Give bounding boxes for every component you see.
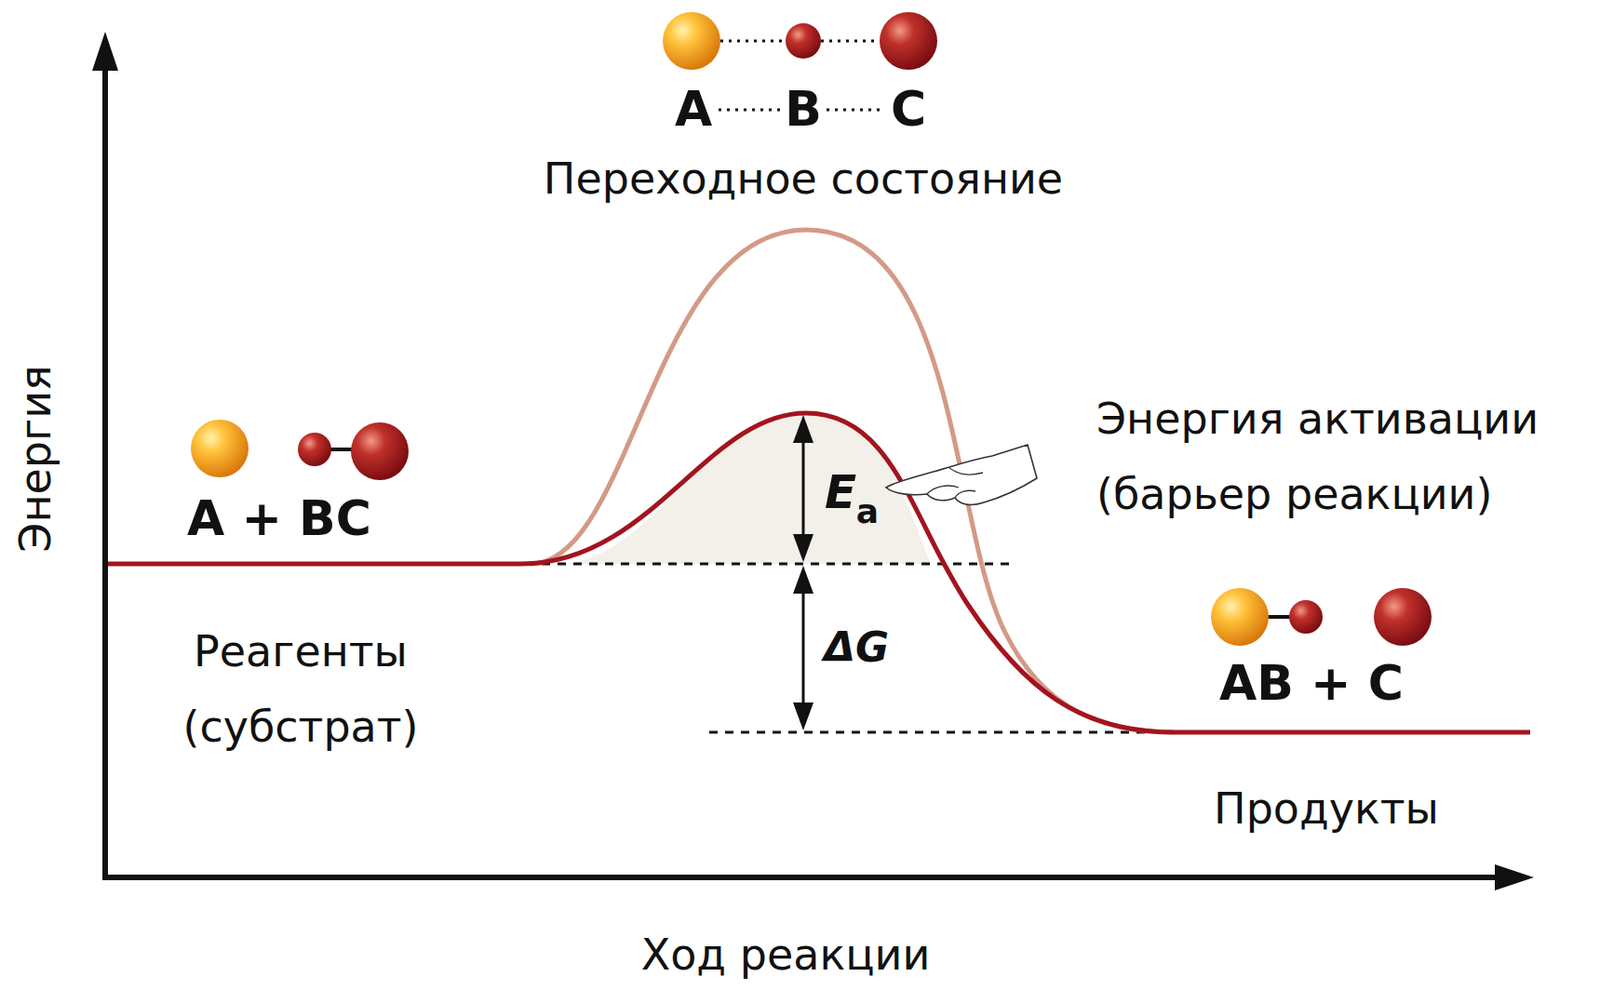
axis-head [92,31,119,71]
atom-c [879,12,938,70]
activation-energy-label: Энергия активации (барьер реакции) [1096,381,1586,532]
arrow-head [793,702,814,731]
atom-a [1210,588,1269,646]
y-axis [102,65,108,881]
dg-arrow [802,588,806,708]
products-label: Продукты [1213,784,1439,834]
product-level [709,731,1174,735]
atom-b [1289,600,1323,634]
transition-state-label: Переходное состояние [543,154,1063,204]
ea-symbol: E [824,466,857,521]
barrier-shade [558,413,931,565]
ea-subscript: a [856,492,879,531]
y-axis-title: Энергия [11,364,61,552]
atom-letter: A [674,81,713,138]
atom-letter: B [784,81,822,138]
reactants-formula: A + BC [187,491,372,548]
axis-head [1494,864,1534,891]
reactants-label: Реагенты (субстрат) [182,614,418,765]
atom-a [662,12,721,70]
atom-c [1373,588,1432,646]
pointing-hand [886,444,1037,505]
atom-b [785,23,821,59]
ea-arrow [802,437,806,540]
arrow-head [793,565,814,594]
atom-b [297,432,332,467]
x-axis-title: Ход реакции [641,930,931,981]
arrow-head [793,534,814,563]
dg-symbol: ΔG [823,624,889,673]
hand-detail [927,468,983,498]
reaction-curve [105,413,1531,733]
reactant-level [510,563,1016,566]
products-formula: AB + C [1219,656,1404,713]
partial-bond [720,40,786,43]
arrow-head [793,415,814,444]
partial-bond [826,108,885,112]
atom-letter: C [890,81,927,138]
atom-c [350,422,409,481]
atom-a [190,419,249,478]
uncatalysed-curve [530,229,1174,733]
x-axis [102,874,1499,881]
partial-bond [718,108,782,112]
partial-bond [820,40,880,43]
